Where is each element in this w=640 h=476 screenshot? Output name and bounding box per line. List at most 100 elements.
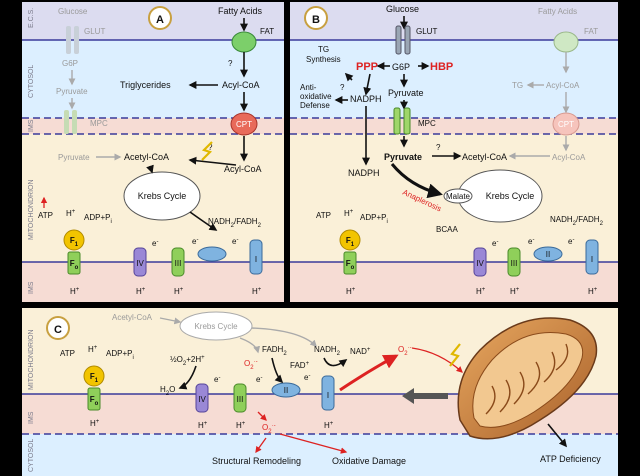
b-tg-label: TG xyxy=(512,81,523,90)
c-half-o2-label: ½O2+2H+ xyxy=(170,355,205,367)
panel-a-ims-zone-bottom xyxy=(22,262,284,302)
b-tg-synthesis-1: TG xyxy=(318,45,329,54)
b-f1-label: F1 xyxy=(346,236,355,248)
panel-a-badge xyxy=(148,6,172,30)
c-lightning-icon xyxy=(449,343,461,367)
a-hplus-top: H+ xyxy=(66,209,76,218)
a-atp-label: ATP xyxy=(38,211,53,220)
b-pyruvate-label: Pyruvate xyxy=(388,88,424,98)
a-triglycerides-label: Triglycerides xyxy=(120,80,171,90)
panel-c-badge xyxy=(46,316,70,340)
b-antiox-1: Anti- xyxy=(300,83,317,92)
b-nadh-label: NADH2/FADH2 xyxy=(550,215,604,227)
b-glut-label: GLUT xyxy=(416,27,437,36)
c-h2o-label: H2O xyxy=(160,385,175,397)
c-fad-label: FAD+ xyxy=(290,361,310,370)
b-anaplerosis-arrow xyxy=(390,163,443,199)
b-g6p-label: G6P xyxy=(392,62,410,72)
b-q2: ? xyxy=(436,143,441,152)
b-hplus-top: H+ xyxy=(344,209,354,218)
b-cpt-label: CPT xyxy=(558,120,574,129)
panel-b-cytosol-zone xyxy=(290,40,618,118)
a-fo-label: Fo xyxy=(70,259,79,271)
b-f1-icon xyxy=(339,229,361,251)
a-q1: ? xyxy=(228,59,233,68)
panel-b-ims-zone-bottom xyxy=(290,262,618,302)
a-pyruvate-label: Pyruvate xyxy=(56,87,88,96)
b-acyl-coa-top-label: Acyl-CoA xyxy=(546,81,580,90)
b-h-bottom-3: H+ xyxy=(510,287,520,296)
b-complex-iii-icon xyxy=(507,247,521,277)
zone-label-c-mitochondrion: MITOCHONDRION xyxy=(28,329,35,390)
a-complex-ii-icon xyxy=(197,246,227,262)
a-h-bottom-4: H+ xyxy=(252,287,262,296)
a-fat-label: FAT xyxy=(260,27,274,36)
zone-label-ims: IMS xyxy=(28,119,35,132)
c-complex-iii-label: III xyxy=(237,395,244,404)
b-fat-label: FAT xyxy=(584,27,598,36)
a-krebs-label: Krebs Cycle xyxy=(138,191,187,201)
a-acyl-coa-label: Acyl-CoA xyxy=(222,80,260,90)
c-h-bottom-4: H+ xyxy=(324,421,334,430)
a-electron-2: e- xyxy=(192,237,198,246)
b-atp-label: ATP xyxy=(316,211,331,220)
c-complex-ii-label: II xyxy=(284,386,288,395)
a-fat-transporter-icon xyxy=(231,31,257,53)
a-f1-icon xyxy=(63,229,85,251)
a-cpt-icon xyxy=(230,112,258,136)
c-fo-icon xyxy=(87,387,101,411)
a-acetyl-coa-label: Acetyl-CoA xyxy=(124,152,169,162)
zone-label-cytosol: CYTOSOL xyxy=(28,65,35,98)
a-electron-1: e- xyxy=(152,239,158,248)
b-complex-iv-label: IV xyxy=(476,259,484,268)
c-o2-minus-label: O2·- xyxy=(244,359,258,371)
a-glucose-label: Glucose xyxy=(58,7,88,16)
a-h-bottom-2: H+ xyxy=(136,287,146,296)
c-complex-iv-icon xyxy=(195,383,209,413)
panel-b-badge xyxy=(304,6,328,30)
b-h-bottom-2: H+ xyxy=(476,287,486,296)
b-complex-i-icon xyxy=(585,239,599,275)
b-q1: ? xyxy=(340,83,345,92)
a-electron-3: e- xyxy=(232,237,238,246)
a-adp-label: ADP+Pi xyxy=(84,213,112,225)
panel-b-letter: B xyxy=(312,14,320,26)
b-electron-3: e- xyxy=(568,237,574,246)
b-antiox-3: Defense xyxy=(300,101,330,110)
b-complex-i-label: I xyxy=(591,255,593,264)
c-complex-i-icon xyxy=(321,375,335,411)
c-o2-right-label: O2·- xyxy=(398,345,412,357)
c-atp-label: ATP xyxy=(60,349,75,358)
b-glut-icon xyxy=(395,25,402,55)
b-fo-icon xyxy=(343,251,357,275)
a-pyruvate2-label: Pyruvate xyxy=(58,153,90,162)
b-fo-label: Fo xyxy=(346,259,355,271)
a-fo-icon xyxy=(67,251,81,275)
b-acetyl-coa-label: Acetyl-CoA xyxy=(462,152,507,162)
b-glucose-label: Glucose xyxy=(386,4,419,14)
c-mitochondrion-illustration xyxy=(457,317,598,440)
zone-label-ecs: E.C.S. xyxy=(28,8,35,28)
b-adp-label: ADP+Pi xyxy=(360,213,388,225)
a-f1-label: F1 xyxy=(70,236,79,248)
b-pyruvate2-label: Pyruvate xyxy=(384,152,422,162)
b-acyl-coa-label: Acyl-CoA xyxy=(552,153,586,162)
c-complex-iii-icon xyxy=(233,383,247,413)
c-oxidative-damage-label: Oxidative Damage xyxy=(332,456,406,466)
c-h-bottom-1: H+ xyxy=(90,419,100,428)
b-complex-iii-label: III xyxy=(511,259,518,268)
b-h-bottom-4: H+ xyxy=(588,287,598,296)
panel-a-letter: A xyxy=(156,14,164,26)
a-complex-iii-label: III xyxy=(175,259,182,268)
b-electron-2: e- xyxy=(528,237,534,246)
c-fo-label: Fo xyxy=(90,395,99,407)
c-o2-bottom-label: O2·- xyxy=(262,423,276,435)
a-lightning-icon xyxy=(201,141,213,161)
c-electron-1: e- xyxy=(214,375,220,384)
a-complex-iv-label: IV xyxy=(136,259,144,268)
a-h-bottom-3: H+ xyxy=(174,287,184,296)
b-malate-icon xyxy=(443,188,473,204)
c-structural-remodeling-label: Structural Remodeling xyxy=(212,456,301,466)
a-mpc-label: MPC xyxy=(90,119,108,128)
b-electron-1: e- xyxy=(492,239,498,248)
